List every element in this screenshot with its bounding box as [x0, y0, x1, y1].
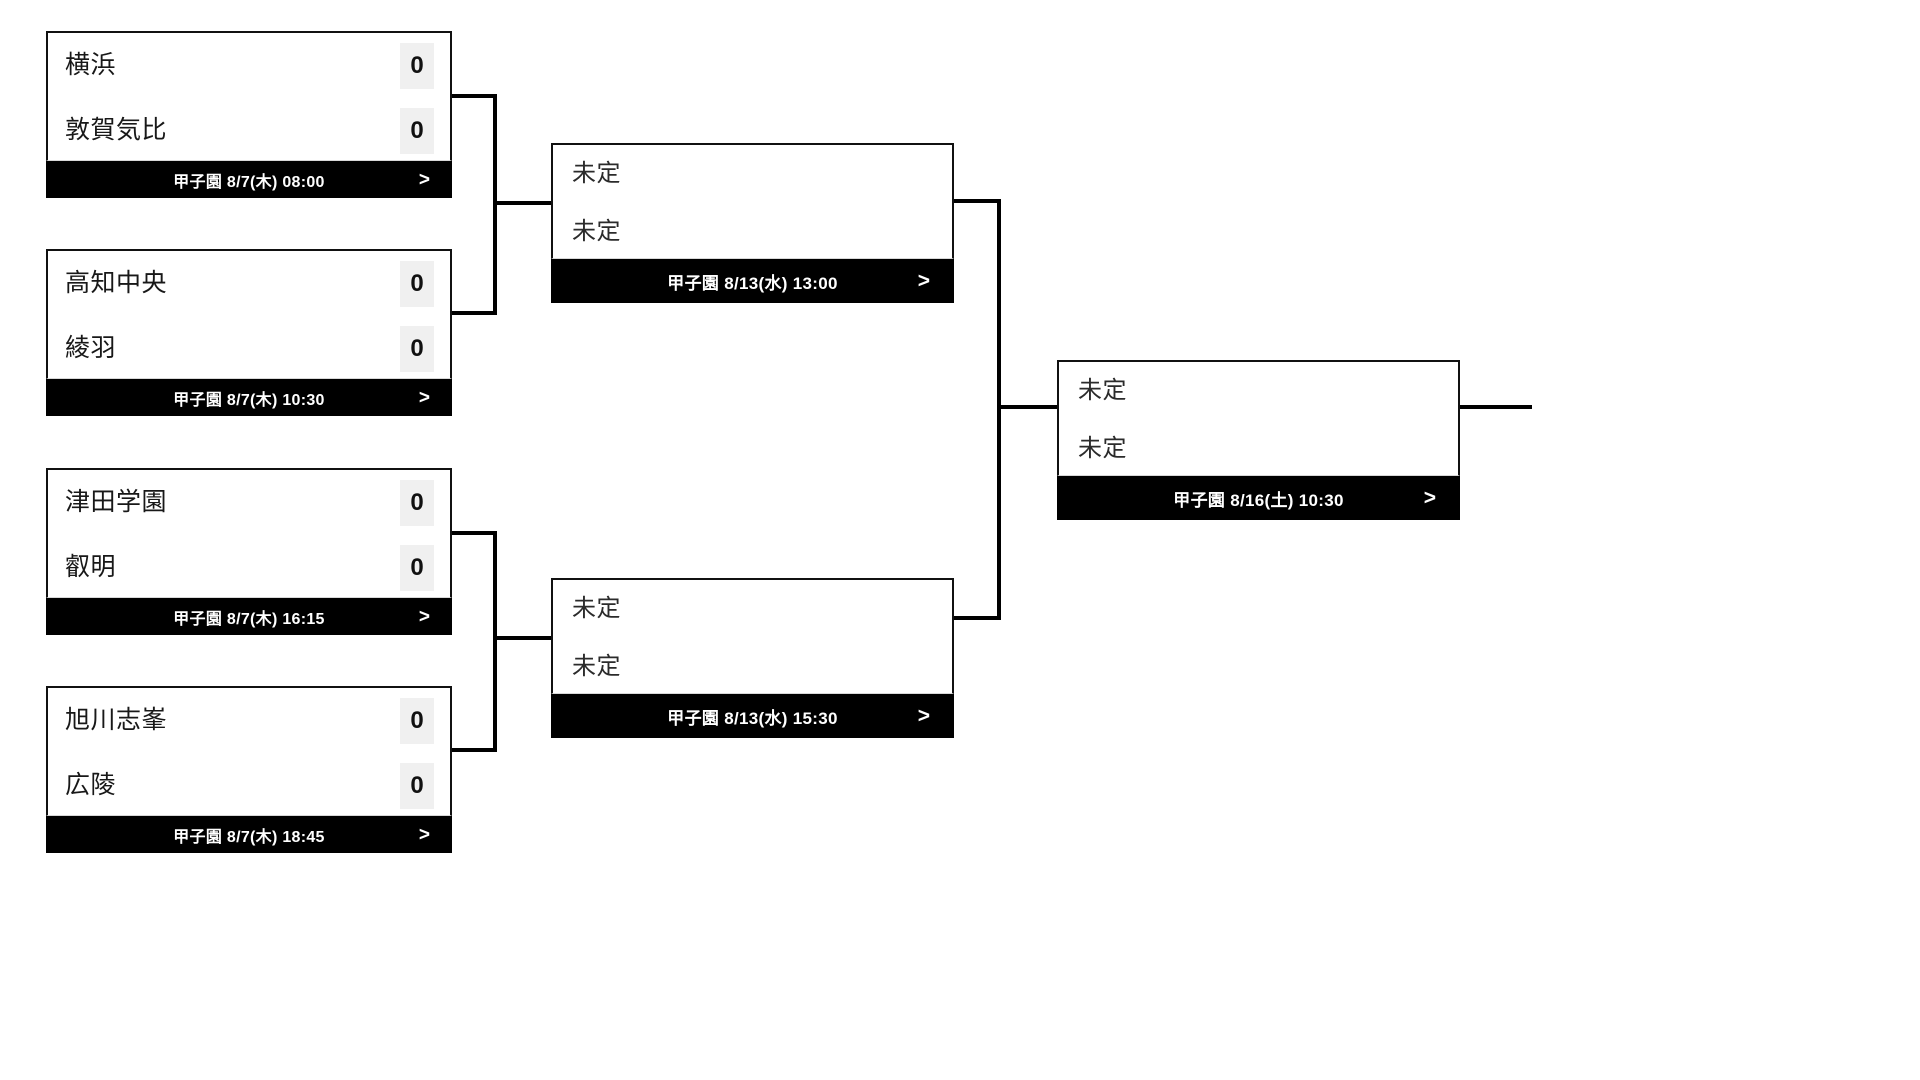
- team-row-top[interactable]: 旭川志峯 0: [48, 688, 450, 753]
- match-card-r1-m2[interactable]: 高知中央 0 綾羽 0 甲子園 8/7(木) 10:30 >: [46, 249, 452, 416]
- chevron-right-icon[interactable]: >: [418, 387, 430, 408]
- match-venue-datetime: 甲子園 8/16(土) 10:30: [1173, 490, 1344, 510]
- match-card-r1-m1[interactable]: 横浜 0 敦賀気比 0 甲子園 8/7(木) 08:00 >: [46, 31, 452, 198]
- team-score: 0: [400, 42, 434, 89]
- match-footer-bar[interactable]: 甲子園 8/7(木) 08:00 >: [46, 161, 452, 198]
- connector-to-r2m1: [493, 201, 553, 205]
- team-row-bottom[interactable]: 未定: [1059, 420, 1458, 478]
- chevron-right-icon[interactable]: >: [1423, 486, 1436, 510]
- match-teams-r1-m4: 旭川志峯 0 広陵 0: [46, 686, 452, 816]
- match-venue-datetime: 甲子園 8/7(木) 10:30: [173, 391, 325, 409]
- team-score: 0: [400, 107, 434, 154]
- team-name: 未定: [572, 160, 621, 187]
- chevron-right-icon[interactable]: >: [917, 704, 930, 728]
- team-name: 叡明: [65, 553, 117, 581]
- chevron-right-icon[interactable]: >: [418, 824, 430, 845]
- team-row-top[interactable]: 津田学園 0: [48, 470, 450, 535]
- match-card-r2-m1[interactable]: 未定 未定 甲子園 8/13(水) 13:00 >: [551, 143, 954, 303]
- team-score: 0: [400, 479, 434, 526]
- team-row-top[interactable]: 未定: [1059, 362, 1458, 420]
- team-row-top[interactable]: 横浜 0: [48, 33, 450, 98]
- team-row-bottom[interactable]: 綾羽 0: [48, 316, 450, 381]
- connector-r1-pair2-vertical: [493, 531, 497, 752]
- match-footer-bar[interactable]: 甲子園 8/16(土) 10:30 >: [1057, 476, 1460, 520]
- team-name: 未定: [572, 595, 621, 622]
- chevron-right-icon[interactable]: >: [418, 606, 430, 627]
- team-name: 未定: [1078, 377, 1127, 404]
- team-name: 未定: [572, 218, 621, 245]
- team-name: 津田学園: [65, 488, 168, 516]
- connector-to-r3m1: [997, 405, 1059, 409]
- team-row-top[interactable]: 未定: [553, 580, 952, 638]
- team-score: 0: [400, 260, 434, 307]
- connector-r2m2-horizontal: [954, 616, 1001, 620]
- match-footer-bar[interactable]: 甲子園 8/13(水) 13:00 >: [551, 259, 954, 303]
- team-name: 未定: [1078, 435, 1127, 462]
- team-row-bottom[interactable]: 未定: [553, 638, 952, 696]
- connector-r1m3-horizontal: [452, 531, 497, 535]
- team-score: 0: [400, 762, 434, 809]
- team-name: 旭川志峯: [65, 706, 168, 734]
- match-card-r1-m4[interactable]: 旭川志峯 0 広陵 0 甲子園 8/7(木) 18:45 >: [46, 686, 452, 853]
- match-card-r1-m3[interactable]: 津田学園 0 叡明 0 甲子園 8/7(木) 16:15 >: [46, 468, 452, 635]
- connector-r3m1-out: [1460, 405, 1532, 409]
- match-teams-r1-m2: 高知中央 0 綾羽 0: [46, 249, 452, 379]
- match-footer-bar[interactable]: 甲子園 8/7(木) 10:30 >: [46, 379, 452, 416]
- team-row-bottom[interactable]: 敦賀気比 0: [48, 98, 450, 163]
- team-row-bottom[interactable]: 広陵 0: [48, 753, 450, 818]
- team-score: 0: [400, 697, 434, 744]
- team-score: 0: [400, 544, 434, 591]
- match-venue-datetime: 甲子園 8/7(木) 18:45: [173, 828, 325, 846]
- connector-r2m1-horizontal: [954, 199, 1001, 203]
- match-teams-r2-m2: 未定 未定: [551, 578, 954, 694]
- connector-r1m1-horizontal: [452, 94, 497, 98]
- match-venue-datetime: 甲子園 8/7(木) 08:00: [173, 173, 325, 191]
- match-teams-r1-m3: 津田学園 0 叡明 0: [46, 468, 452, 598]
- team-score: 0: [400, 325, 434, 372]
- team-row-top[interactable]: 高知中央 0: [48, 251, 450, 316]
- chevron-right-icon[interactable]: >: [418, 169, 430, 190]
- team-name: 綾羽: [65, 334, 117, 362]
- match-teams-r1-m1: 横浜 0 敦賀気比 0: [46, 31, 452, 161]
- connector-to-r2m2: [493, 636, 553, 640]
- team-row-bottom[interactable]: 未定: [553, 203, 952, 261]
- team-name: 敦賀気比: [65, 116, 168, 144]
- team-name: 広陵: [65, 771, 117, 799]
- match-teams-r2-m1: 未定 未定: [551, 143, 954, 259]
- match-teams-r3-m1: 未定 未定: [1057, 360, 1460, 476]
- team-name: 未定: [572, 653, 621, 680]
- connector-r2-pair-vertical: [997, 199, 1001, 620]
- match-venue-datetime: 甲子園 8/13(水) 13:00: [667, 273, 838, 293]
- team-name: 高知中央: [65, 269, 168, 297]
- connector-r1m4-horizontal: [452, 748, 497, 752]
- team-name: 横浜: [65, 51, 117, 79]
- chevron-right-icon[interactable]: >: [917, 269, 930, 293]
- team-row-top[interactable]: 未定: [553, 145, 952, 203]
- match-card-r3-m1[interactable]: 未定 未定 甲子園 8/16(土) 10:30 >: [1057, 360, 1460, 520]
- team-row-bottom[interactable]: 叡明 0: [48, 535, 450, 600]
- match-venue-datetime: 甲子園 8/13(水) 15:30: [667, 708, 838, 728]
- connector-r1m2-horizontal: [452, 311, 497, 315]
- match-footer-bar[interactable]: 甲子園 8/7(木) 18:45 >: [46, 816, 452, 853]
- match-venue-datetime: 甲子園 8/7(木) 16:15: [173, 610, 325, 628]
- match-footer-bar[interactable]: 甲子園 8/7(木) 16:15 >: [46, 598, 452, 635]
- match-footer-bar[interactable]: 甲子園 8/13(水) 15:30 >: [551, 694, 954, 738]
- match-card-r2-m2[interactable]: 未定 未定 甲子園 8/13(水) 15:30 >: [551, 578, 954, 738]
